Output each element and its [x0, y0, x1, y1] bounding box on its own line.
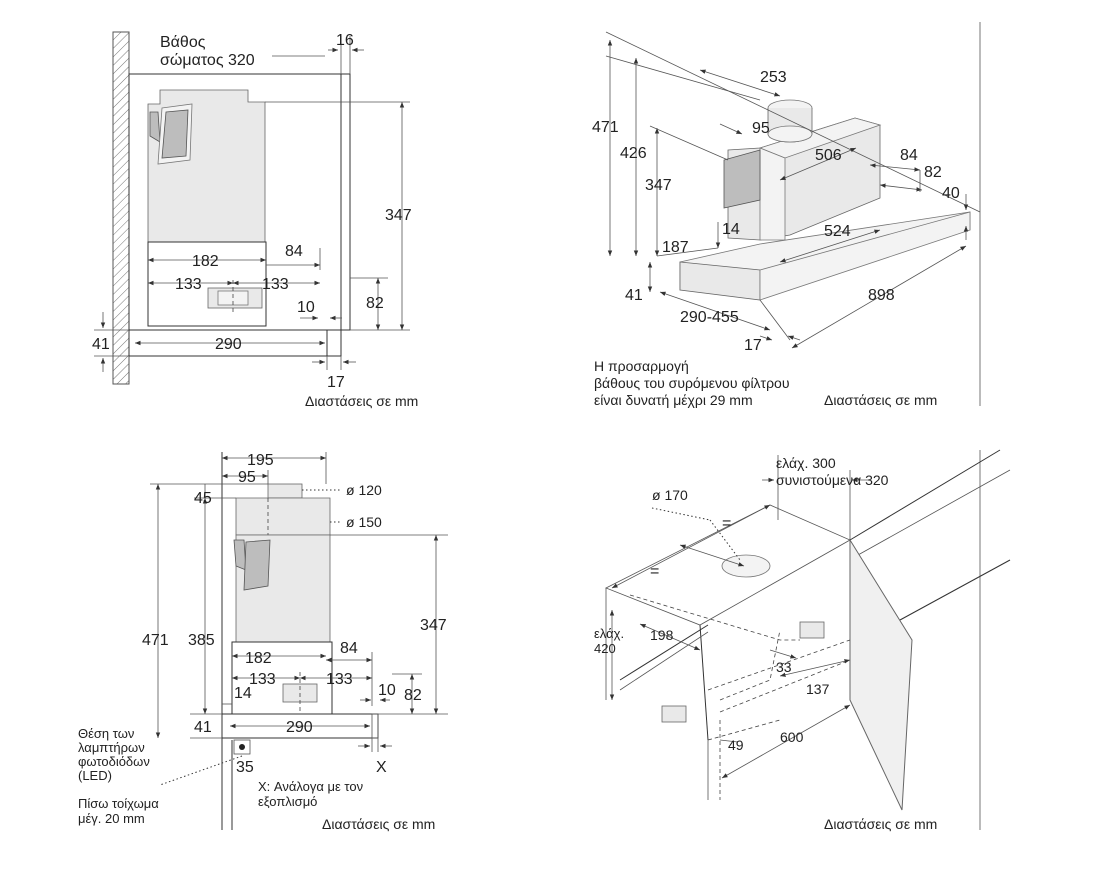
units-label: Διαστάσεις σε mm — [824, 392, 937, 408]
x-note-line1: X: Ανάλογα με τον — [258, 779, 363, 794]
wall-line2: μέγ. 20 mm — [78, 811, 145, 826]
dim-471: 471 — [592, 119, 619, 136]
dim-33: 33 — [776, 659, 792, 675]
dim-41: 41 — [194, 719, 212, 736]
dim-898: 898 — [868, 287, 895, 304]
dim-41: 41 — [92, 336, 110, 353]
dim-195: 195 — [247, 452, 274, 469]
dim-82: 82 — [404, 687, 422, 704]
dim-d150: ø 150 — [346, 514, 382, 530]
note-line1: Η προσαρμογή — [594, 358, 689, 374]
led-line4: (LED) — [78, 768, 112, 783]
dim-182: 182 — [245, 650, 272, 667]
dim-95: 95 — [752, 120, 770, 137]
units-label: Διαστάσεις σε mm — [824, 816, 937, 832]
units-label: Διαστάσεις σε mm — [305, 393, 418, 409]
dim-45: 45 — [194, 490, 212, 507]
dim-d120: ø 120 — [346, 482, 382, 498]
dim-133-left: 133 — [249, 671, 276, 688]
dim-x: X — [376, 759, 387, 776]
units-label: Διαστάσεις σε mm — [322, 816, 435, 832]
dim-84: 84 — [285, 243, 303, 260]
x-note-line2: εξοπλισμό — [258, 794, 317, 809]
dim-187: 187 — [662, 239, 689, 256]
dim-137: 137 — [806, 681, 830, 697]
dim-600: 600 — [780, 729, 804, 745]
cabinet-door — [849, 538, 913, 811]
dim-84: 84 — [900, 147, 918, 164]
dim-95: 95 — [238, 469, 256, 486]
dim-133-left: 133 — [175, 276, 202, 293]
dim-d170: ø 170 — [652, 487, 688, 503]
dim-10: 10 — [297, 299, 315, 316]
panel-side-view: Βάθος σώματος 320 16 347 182 84 133 133 … — [92, 31, 418, 409]
dim-290: 290 — [286, 719, 313, 736]
dim-347: 347 — [385, 207, 412, 224]
led-line3: φωτοδιόδων — [78, 754, 150, 769]
dim-40: 40 — [942, 185, 960, 202]
dim-347: 347 — [420, 617, 447, 634]
panel-perspective-view: 253 471 95 426 506 84 82 347 40 187 14 5… — [592, 22, 981, 408]
min420-line1: ελάχ. — [594, 626, 624, 641]
dim-426: 426 — [620, 145, 647, 162]
dim-41: 41 — [625, 287, 643, 304]
dim-290: 290 — [215, 336, 242, 353]
depth-label-line2: σώματος 320 — [160, 52, 255, 69]
dim-290-455: 290-455 — [680, 309, 739, 326]
panel-cabinet-view: ελάχ. 300 συνιστούμενα 320 ø 170 = = ελά… — [594, 449, 1011, 832]
dim-182: 182 — [192, 253, 219, 270]
dim-385: 385 — [188, 632, 215, 649]
eq-1: = — [722, 515, 731, 532]
dim-133-right: 133 — [262, 276, 289, 293]
dim-198: 198 — [650, 627, 674, 643]
min-line1: ελάχ. 300 — [776, 455, 836, 471]
dim-84: 84 — [340, 640, 358, 657]
duct-hole — [721, 554, 771, 578]
dim-14: 14 — [722, 221, 740, 238]
depth-label-line1: Βάθος — [160, 34, 206, 51]
dim-17: 17 — [327, 374, 345, 391]
panel-front-view: 195 95 ø 120 45 ø 150 471 385 347 182 84… — [78, 452, 448, 832]
dim-471: 471 — [142, 632, 169, 649]
dim-82: 82 — [924, 164, 942, 181]
dim-253: 253 — [760, 69, 787, 86]
dim-524: 524 — [824, 223, 851, 240]
dim-16: 16 — [336, 32, 354, 49]
min420-line2: 420 — [594, 641, 616, 656]
eq-2: = — [650, 563, 659, 580]
dim-133-right: 133 — [326, 671, 353, 688]
note-line3: είναι δυνατή μέχρι 29 mm — [594, 392, 753, 408]
led-line1: Θέση των — [78, 726, 134, 741]
dim-10: 10 — [378, 682, 396, 699]
wall-line1: Πίσω τοίχωμα — [78, 796, 159, 811]
dim-14: 14 — [234, 685, 252, 702]
wall-hatch — [112, 31, 130, 385]
dim-82: 82 — [366, 295, 384, 312]
note-line2: βάθους του συρόμενου φίλτρου — [594, 375, 790, 391]
dim-35: 35 — [236, 759, 254, 776]
dim-506: 506 — [815, 147, 842, 164]
dim-49: 49 — [728, 737, 744, 753]
dim-17: 17 — [744, 337, 762, 354]
dim-347: 347 — [645, 177, 672, 194]
led-line2: λαμπτήρων — [78, 740, 145, 755]
min-line2: συνιστούμενα 320 — [776, 472, 889, 488]
